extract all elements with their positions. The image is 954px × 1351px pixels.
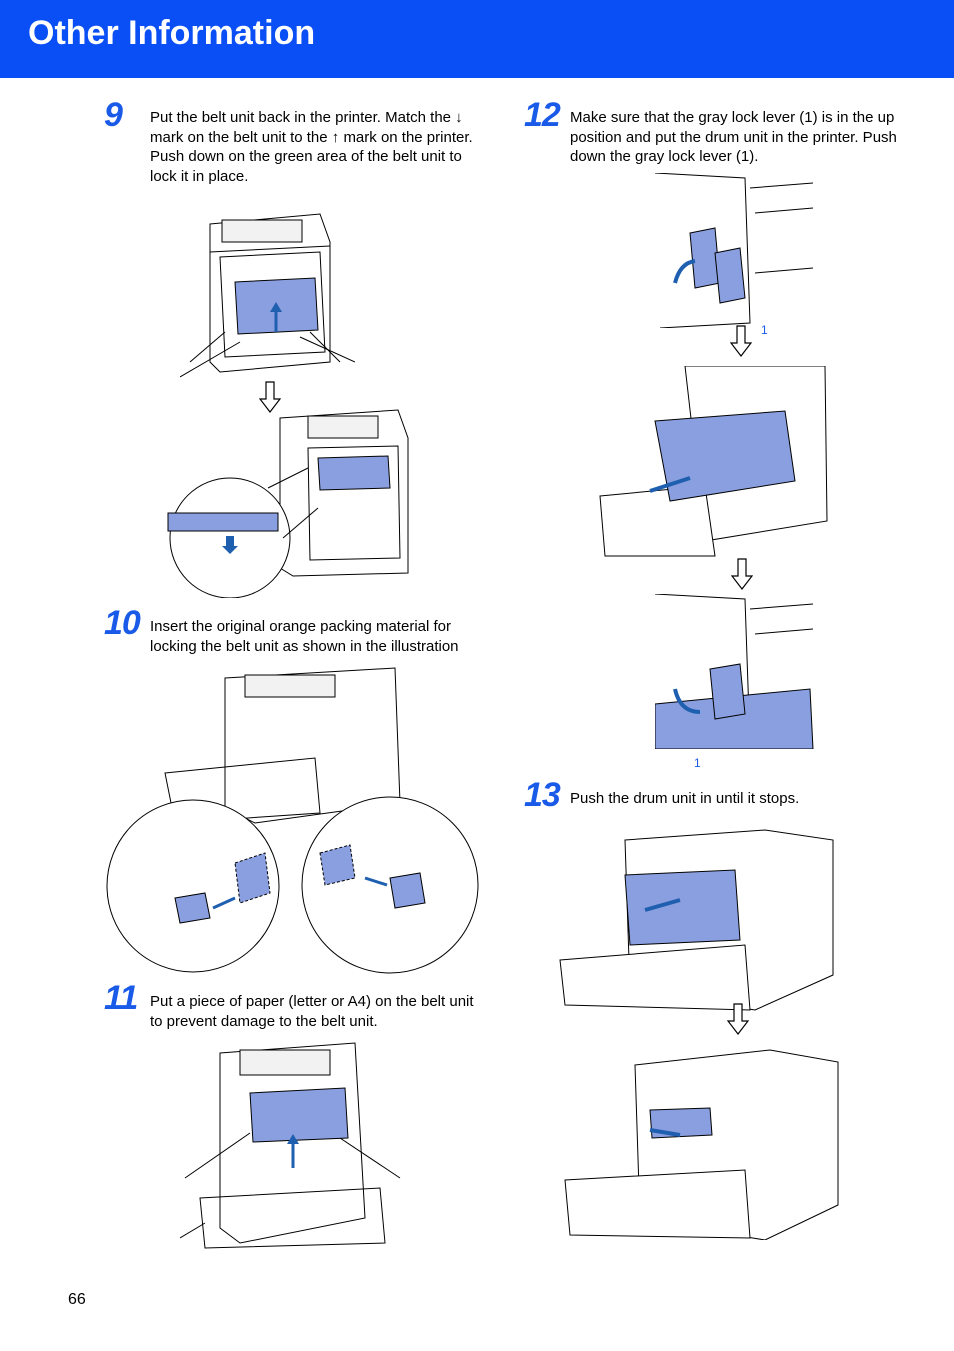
step-10-text-1: Insert the original orange packing mater… xyxy=(150,618,459,655)
step-13-text-1: Push the drum unit in until it stops. xyxy=(570,790,800,807)
lever-callout-top: 1 xyxy=(761,323,768,337)
belt-unit-lock-detail-illustration xyxy=(158,408,428,598)
step-9-instructions: Put the belt unit back in the printer. M… xyxy=(150,108,485,186)
orange-packing-material-illustration xyxy=(105,663,480,978)
step-12-instructions: Make sure that the gray lock lever (1) i… xyxy=(570,108,905,167)
step-10-instructions: Insert the original orange packing mater… xyxy=(150,617,485,656)
lever-callout-bottom: 1 xyxy=(694,756,701,770)
belt-unit-insertion-illustration xyxy=(180,212,355,380)
step-9-text-1: Put the belt unit back in the printer. M… xyxy=(150,109,473,146)
step-12-text-1: Make sure that the gray lock lever (1) i… xyxy=(570,109,897,165)
step-number-9: 9 xyxy=(104,96,123,134)
step-number-12: 12 xyxy=(524,96,561,134)
push-drum-unit-illustration xyxy=(555,815,837,1015)
step-number-10: 10 xyxy=(104,604,141,642)
down-outline-arrow-icon xyxy=(727,1003,749,1035)
down-outline-arrow-icon xyxy=(730,325,752,357)
page-number: 66 xyxy=(68,1291,86,1308)
drum-unit-insertion-illustration xyxy=(595,366,830,561)
down-outline-arrow-icon xyxy=(731,558,753,590)
step-11-text-1: Put a piece of paper (letter or A4) on t… xyxy=(150,993,474,1030)
gray-lock-lever-down-illustration xyxy=(655,594,815,749)
page-header: Other Information xyxy=(0,0,954,78)
drum-unit-pushed-in-illustration xyxy=(560,1040,840,1240)
step-13-instructions: Push the drum unit in until it stops. xyxy=(570,789,900,809)
paper-on-belt-unit-illustration xyxy=(180,1038,405,1250)
step-number-13: 13 xyxy=(524,776,561,814)
down-outline-arrow-icon xyxy=(259,381,281,413)
step-9-text-2: Push down on the green area of the belt … xyxy=(150,148,462,185)
step-11-instructions: Put a piece of paper (letter or A4) on t… xyxy=(150,992,480,1031)
page-title: Other Information xyxy=(28,14,316,52)
gray-lock-lever-up-illustration xyxy=(655,173,815,328)
step-number-11: 11 xyxy=(104,979,138,1017)
